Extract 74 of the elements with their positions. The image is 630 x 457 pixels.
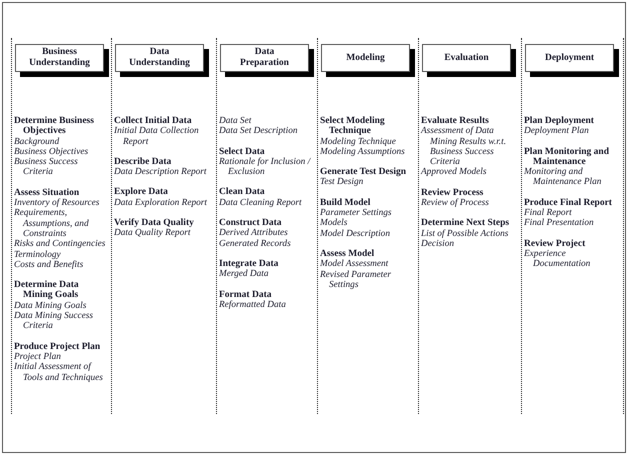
task-title: Determine Data Mining Goals — [14, 280, 80, 301]
task-title: Assess Model — [320, 248, 376, 260]
task-title: Verify Data Quality — [114, 218, 195, 228]
output-text: Final Presentation — [524, 218, 595, 229]
output-text: Model Assessment — [320, 259, 390, 270]
task-title: Determine Business Objectives — [14, 116, 95, 137]
output-text: Monitoring and Maintenance Plan — [524, 167, 602, 188]
output-text: Rationale for Inclusion / Exclusion — [219, 156, 312, 178]
output-text: Parameter Settings — [320, 208, 393, 218]
output-text: Experience Documentation — [524, 248, 592, 270]
output-text: Reformatted Data — [219, 300, 287, 310]
task-title: Generate Test Design — [320, 167, 408, 178]
output-text: Final Report — [524, 208, 573, 218]
output-text: Revised Parameter Settings — [320, 270, 392, 290]
output-text: Data Exploration Report — [114, 198, 208, 208]
output-text: Deployment Plan — [524, 126, 590, 137]
output-text: Data Description Report — [114, 167, 208, 178]
phase-title: Evaluation — [444, 52, 489, 64]
task-title: Review Project — [524, 238, 586, 249]
task-title: Determine Next Steps — [421, 218, 510, 229]
output-text: Business Objectives — [14, 146, 90, 158]
output-text: Derived Attributes — [219, 228, 289, 239]
task-title: Plan Monitoring and Maintenance — [524, 146, 610, 168]
phase-title: Data Preparation — [239, 47, 290, 69]
output-text: Data Mining Success Criteria — [14, 311, 94, 332]
task-title: Integrate Data — [219, 258, 280, 270]
output-text: Generated Records — [219, 238, 292, 249]
output-text: Modeling Technique — [320, 136, 397, 147]
output-text: Data Quality Report — [114, 228, 192, 239]
task-title: Format Data — [219, 290, 272, 300]
task-title: Plan Deployment — [524, 116, 595, 126]
output-text: Model Description — [320, 228, 391, 239]
phase-column — [521, 38, 624, 414]
phase-title: Deployment — [544, 52, 594, 64]
output-text: Data Set Description — [219, 126, 298, 137]
output-text: Test Design — [320, 177, 364, 188]
phase-column — [11, 38, 112, 414]
task-title: Review Process — [421, 188, 484, 198]
phase-title: Data Understanding — [128, 47, 191, 69]
output-text: Terminology — [14, 250, 62, 260]
output-text: Risks and Contingencies — [14, 239, 106, 250]
output-text: Data Cleaning Report — [219, 198, 303, 208]
task-title: Construct Data — [219, 218, 283, 228]
output-text: Business Success Criteria — [14, 157, 79, 178]
output-text: Data Mining Goals — [14, 300, 88, 312]
output-text: Inventory of Resources — [14, 198, 100, 208]
task-title: Select Modeling Technique — [320, 116, 386, 137]
task-title: Evaluate Results — [421, 116, 490, 126]
phase-title: Business Understanding — [28, 47, 91, 69]
task-title: Assess Situation — [14, 188, 80, 198]
task-title: Clean Data — [219, 187, 266, 198]
task-title: Explore Data — [114, 187, 169, 198]
output-text: Initial Assessment of Tools and Techniques — [14, 362, 104, 383]
output-text: Assessment of Data Mining Results w.r.t. Business Success Criteria — [421, 126, 508, 168]
task-title: Describe Data — [114, 156, 172, 168]
output-text: Data Set — [219, 116, 252, 126]
task-title: Build Model — [320, 198, 372, 208]
output-text: Project Plan — [14, 352, 62, 362]
task-title: Select Data — [219, 146, 266, 157]
output-text: Costs and Benefits — [14, 260, 84, 270]
output-text: Background — [14, 136, 60, 147]
output-text: Modeling Assumptions — [320, 146, 406, 158]
output-text: Approved Models — [421, 167, 488, 178]
task-title: Produce Final Report — [524, 198, 613, 208]
phase-title: Modeling — [346, 52, 385, 64]
task-title: Collect Initial Data — [114, 116, 193, 126]
output-text: Review of Process — [421, 198, 490, 208]
output-text: Models — [320, 218, 348, 229]
output-text: Decision — [421, 238, 456, 250]
output-text: Initial Data Collection Report — [114, 126, 200, 147]
task-title: Produce Project Plan — [14, 342, 102, 352]
output-text: Merged Data — [219, 269, 270, 280]
output-text: List of Possible Actions — [421, 228, 510, 239]
output-text: Requirements, Assumptions, and Constraints — [14, 208, 90, 240]
